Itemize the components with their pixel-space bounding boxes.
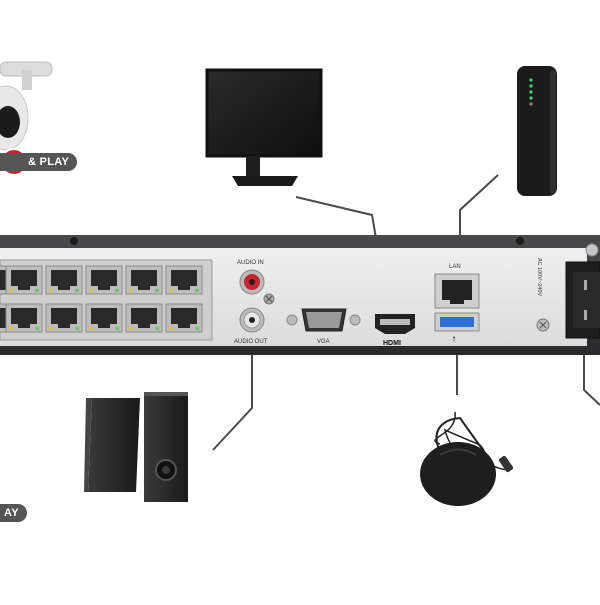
ethernet-port[interactable]	[85, 265, 123, 295]
power-rating-label: AC 100V~240V	[536, 258, 542, 296]
lan-label: LAN	[449, 264, 461, 270]
power-inlet[interactable]	[565, 261, 600, 339]
ethernet-port[interactable]	[5, 265, 43, 295]
audio-out-label: AUDIO OUT	[234, 339, 268, 345]
ethernet-port[interactable]	[165, 265, 203, 295]
vga-port[interactable]	[286, 308, 361, 332]
ethernet-port[interactable]	[85, 303, 123, 333]
ground-screw-icon	[263, 293, 275, 305]
monitor-icon	[205, 68, 323, 186]
camera-icon	[0, 61, 53, 151]
poe-port-block	[0, 259, 213, 341]
plug-play-badge-bottom: AY	[0, 504, 27, 522]
ethernet-port[interactable]	[165, 303, 203, 333]
mouse-icon	[420, 411, 514, 506]
usb-symbol: ⭡	[452, 335, 456, 344]
lan-port[interactable]	[434, 273, 480, 309]
router-icon	[517, 66, 557, 196]
ethernet-port[interactable]	[125, 303, 163, 333]
ethernet-ports	[0, 265, 203, 333]
plug-play-badge-top: & PLAY	[0, 153, 78, 171]
speakers-icon	[84, 392, 188, 502]
audio-in-port[interactable]	[239, 269, 265, 295]
audio-in-label: AUDIO IN	[237, 260, 264, 266]
ethernet-port[interactable]	[125, 265, 163, 295]
ethernet-port[interactable]	[45, 265, 83, 295]
ground-icon	[536, 318, 550, 332]
audio-out-port[interactable]	[239, 307, 265, 333]
hdmi-port[interactable]	[375, 314, 415, 334]
power-line	[583, 348, 600, 406]
ethernet-port[interactable]	[5, 303, 43, 333]
hdmi-label: HDMI	[383, 340, 401, 347]
ethernet-port[interactable]	[45, 303, 83, 333]
vga-label: VGA	[317, 339, 330, 345]
usb-port[interactable]	[434, 312, 480, 332]
